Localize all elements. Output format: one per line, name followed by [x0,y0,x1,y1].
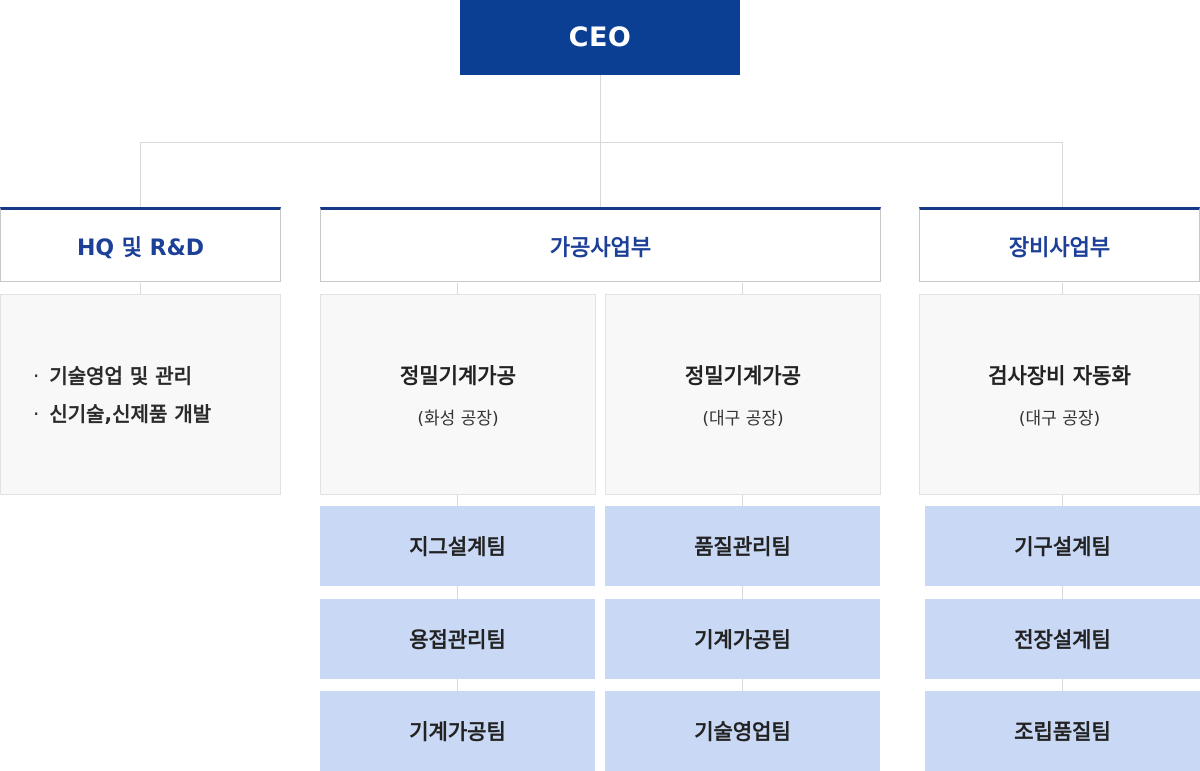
team-box: 기계가공팀 [320,691,595,771]
team-box: 기계가공팀 [605,599,880,679]
unit-panel-daegu-machining: 정밀기계가공 (대구 공장) [605,294,881,495]
connector-equip-down [1062,142,1063,208]
dept-machining: 가공사업부 [320,207,881,282]
connector-unit2-teams [742,494,743,694]
dept-label: 가공사업부 [549,235,652,261]
dept-label: HQ 및 R&D [76,235,205,261]
team-box: 품질관리팀 [605,506,880,586]
connector-unit3-panel [1062,283,1063,295]
team-box: 용접관리팀 [320,599,595,679]
connector-unit1-panel [457,283,458,295]
unit-panel-daegu-equipment: 검사장비 자동화 (대구 공장) [919,294,1200,495]
unit-panel-hwaseong: 정밀기계가공 (화성 공장) [320,294,596,495]
bullet-icon: · [33,401,40,426]
connector-unit1-teams [457,494,458,694]
ceo-label: CEO [568,22,632,53]
unit-title: 정밀기계가공 [400,364,516,388]
connector-unit3-teams [1062,494,1063,694]
connector-horizontal [140,142,1062,143]
hq-panel: ·기술영업 및 관리 ·신기술,신제품 개발 [0,294,281,495]
hq-item: ·신기술,신제품 개발 [33,401,212,426]
connector-hq-panel [140,283,141,295]
dept-label: 장비사업부 [1008,235,1111,261]
dept-hq-rnd: HQ 및 R&D [0,207,281,282]
connector-unit2-panel [742,283,743,295]
unit-location: (화성 공장) [417,409,499,429]
team-box: 지그설계팀 [320,506,595,586]
unit-location: (대구 공장) [1018,409,1101,429]
team-box: 기구설계팀 [925,506,1200,586]
connector-ceo-down [600,75,601,208]
team-box: 전장설계팀 [925,599,1200,679]
ceo-box: CEO [460,0,740,75]
team-box: 기술영업팀 [605,691,880,771]
unit-title: 정밀기계가공 [685,364,801,388]
dept-equipment: 장비사업부 [919,207,1200,282]
unit-location: (대구 공장) [702,409,784,429]
hq-item: ·기술영업 및 관리 [33,363,193,388]
team-box: 조립품질팀 [925,691,1200,771]
hq-item-list: ·기술영업 및 관리 ·신기술,신제품 개발 [33,357,211,433]
connector-hq-down [140,142,141,208]
bullet-icon: · [33,363,40,388]
unit-title: 검사장비 자동화 [988,364,1131,388]
